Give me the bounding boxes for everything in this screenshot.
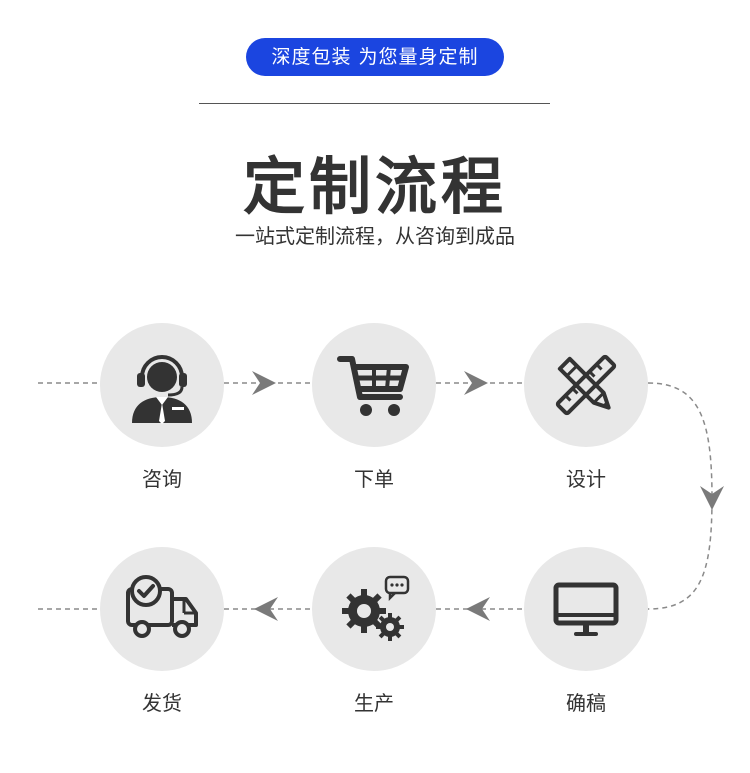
delivery-truck-icon: [126, 575, 198, 638]
step-produce: [312, 547, 436, 671]
arrow-left-icon: [466, 597, 490, 621]
step-label: 发货: [142, 691, 182, 715]
shopping-cart-icon: [337, 356, 409, 416]
header-divider: [199, 103, 550, 104]
step-label: 设计: [566, 467, 606, 491]
step-label: 咨询: [142, 467, 182, 491]
arrow-down-icon: [700, 486, 724, 510]
step-label: 确稿: [566, 691, 606, 715]
arrow-right-icon: [252, 371, 276, 395]
step-confirm: [524, 547, 648, 671]
monitor-icon: [553, 582, 619, 636]
step-consult: [100, 323, 224, 447]
pencil-ruler-icon: [555, 354, 617, 416]
gears-chat-icon: [342, 575, 410, 641]
step-ship: [100, 547, 224, 671]
connector-curve: [647, 382, 713, 610]
step-order: [312, 323, 436, 447]
customer-service-icon: [132, 355, 192, 424]
page-title: 定制流程: [242, 150, 507, 223]
tagline-badge: 深度包装 为您量身定制: [246, 38, 504, 76]
arrow-right-icon: [464, 371, 488, 395]
step-label: 生产: [354, 691, 394, 715]
step-design: [524, 323, 648, 447]
step-label: 下单: [354, 467, 394, 491]
page-subtitle: 一站式定制流程，从咨询到成品: [235, 224, 515, 248]
arrow-left-icon: [254, 597, 278, 621]
